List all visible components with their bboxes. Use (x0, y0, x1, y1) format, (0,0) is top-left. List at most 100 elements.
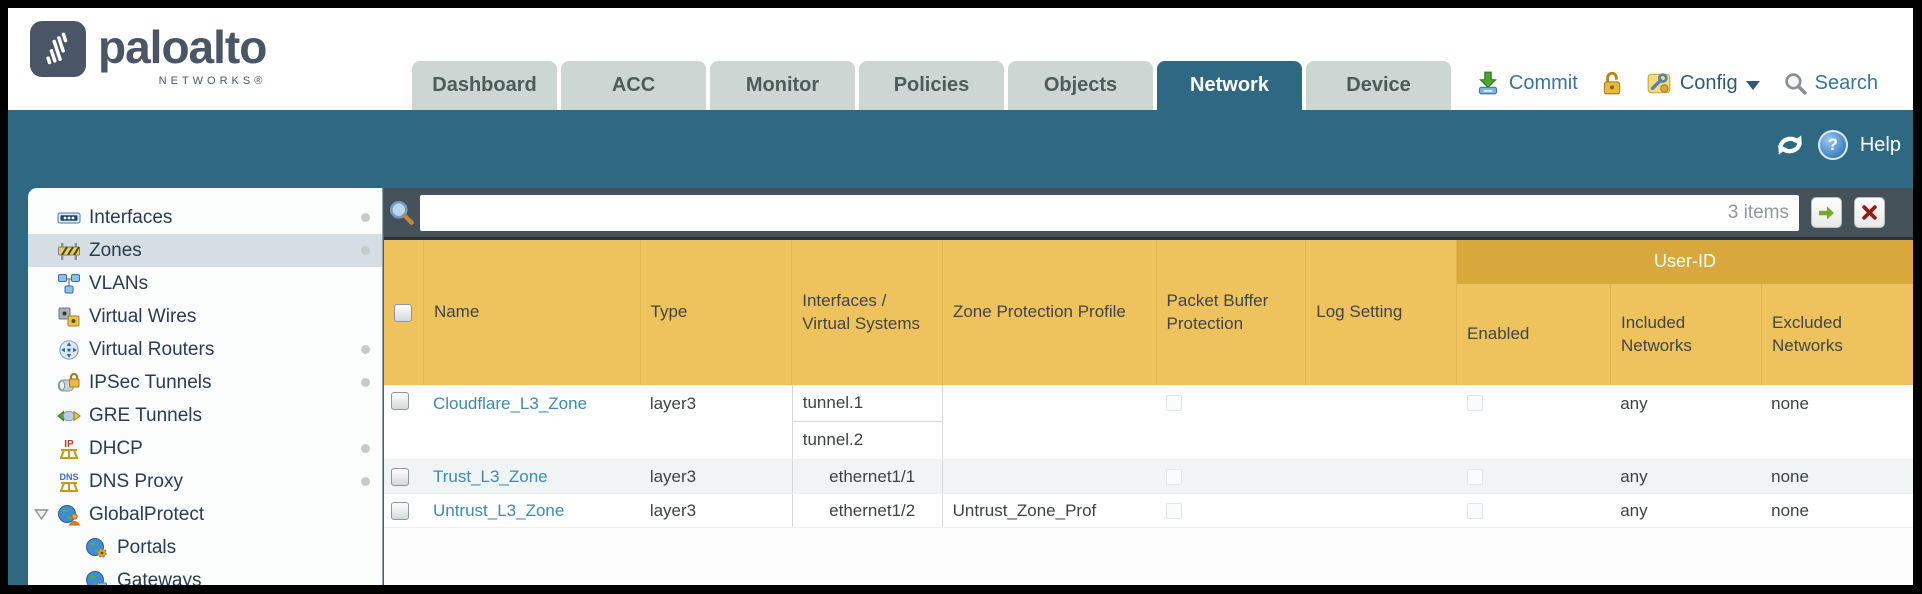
search-icon[interactable] (1784, 72, 1807, 95)
zones-main-panel: 3 items Name Type Interfaces / Virtual S… (384, 188, 1913, 585)
brand-subtitle: NETWORKS® (158, 75, 267, 87)
status-dot (361, 378, 370, 387)
user-id-group-header: User-ID (1456, 240, 1913, 284)
zone-type: layer3 (649, 466, 697, 486)
brand-name: paloalto (98, 21, 267, 73)
help-icon[interactable]: ? (1817, 130, 1848, 160)
zone-interfaces: ethernet1/2 (791, 494, 943, 527)
tab-device[interactable]: Device (1306, 61, 1451, 110)
sidebar-item-gre-tunnels[interactable]: GRE Tunnels (28, 399, 382, 432)
sidebar-item-label: GRE Tunnels (89, 404, 202, 426)
status-dot (361, 213, 370, 222)
tab-network[interactable]: Network (1157, 61, 1302, 110)
zone-type: layer3 (649, 500, 697, 520)
dhcp-icon: IP (60, 439, 78, 459)
gateways-icon (86, 570, 107, 585)
packet-buffer-checkbox (1166, 503, 1183, 519)
column-header-excluded-networks[interactable]: Excluded Networks (1760, 284, 1913, 385)
sidebar-item-label: DHCP (89, 437, 143, 459)
sidebar-item-zones[interactable]: Zones (28, 234, 382, 267)
sidebar-item-label: Zones (89, 239, 142, 261)
network-sidebar: Interfaces Zones VLANs (28, 188, 383, 585)
table-header: Name Type Interfaces / Virtual Systems Z… (384, 240, 1913, 385)
sidebar-item-vlans[interactable]: VLANs (28, 267, 382, 300)
zone-name-link[interactable]: Cloudflare_L3_Zone (432, 394, 588, 413)
column-header-name[interactable]: Name (422, 240, 640, 385)
zone-name-link[interactable]: Trust_L3_Zone (432, 466, 548, 486)
paloalto-logo-icon (30, 21, 86, 77)
included-networks: any (1620, 500, 1648, 520)
portals-icon (86, 537, 107, 558)
sidebar-item-globalprotect[interactable]: GlobalProtect (28, 498, 382, 531)
sidebar-item-interfaces[interactable]: Interfaces (28, 201, 382, 234)
commit-button[interactable]: Commit (1508, 71, 1578, 94)
config-menu-button[interactable]: Config (1679, 71, 1738, 94)
column-header-enabled[interactable]: Enabled (1466, 324, 1530, 344)
sidebar-item-dns-proxy[interactable]: DNS DNS Proxy (28, 465, 382, 498)
sidebar-item-label: IPSec Tunnels (89, 371, 212, 393)
sidebar-item-label: Gateways (117, 569, 202, 586)
expand-triangle-icon[interactable] (34, 508, 49, 521)
packet-buffer-checkbox (1166, 395, 1183, 411)
app-window: paloalto NETWORKS® Dashboard ACC Monitor… (8, 8, 1913, 585)
select-all-checkbox[interactable] (394, 303, 412, 322)
brand-logo: paloalto NETWORKS® (30, 21, 267, 87)
column-header-log-setting[interactable]: Log Setting (1305, 240, 1456, 385)
column-header-packet-buffer[interactable]: Packet Buffer Protection (1155, 240, 1306, 385)
commit-icon[interactable] (1475, 70, 1501, 96)
content-area: Interfaces Zones VLANs (8, 188, 1913, 585)
column-header-included-networks[interactable]: Included Networks (1609, 284, 1761, 385)
config-icon[interactable] (1646, 70, 1672, 96)
top-header: paloalto NETWORKS® Dashboard ACC Monitor… (8, 8, 1913, 110)
clear-filter-button[interactable] (1854, 197, 1885, 228)
user-id-enabled-checkbox (1467, 395, 1484, 411)
lock-icon[interactable] (1600, 70, 1624, 96)
excluded-networks: none (1771, 466, 1809, 486)
table-row: Cloudflare_L3_Zone layer3 tunnel.1 tunne… (384, 385, 1913, 460)
help-link[interactable]: Help (1859, 133, 1901, 156)
zones-icon (58, 242, 80, 260)
chevron-down-icon[interactable] (1745, 80, 1760, 90)
excluded-networks: none (1771, 500, 1809, 520)
interfaces-icon (57, 212, 81, 223)
column-header-zone-protection[interactable]: Zone Protection Profile (941, 240, 1156, 385)
zone-name-link[interactable]: Untrust_L3_Zone (432, 500, 565, 520)
sidebar-item-label: Interfaces (89, 206, 173, 228)
globalprotect-icon (58, 504, 81, 525)
row-checkbox[interactable] (391, 501, 409, 520)
included-networks: any (1620, 394, 1648, 413)
packet-buffer-checkbox (1166, 469, 1183, 485)
vlans-icon (58, 273, 80, 293)
search-button[interactable]: Search (1814, 71, 1878, 94)
sidebar-item-virtual-wires[interactable]: Virtual Wires (28, 300, 382, 333)
sidebar-item-ipsec-tunnels[interactable]: IPSec Tunnels (28, 366, 382, 399)
apply-filter-button[interactable] (1811, 197, 1842, 228)
log-setting (1306, 385, 1457, 459)
refresh-icon[interactable] (1774, 130, 1806, 160)
sidebar-item-dhcp[interactable]: IP DHCP (28, 432, 382, 465)
status-dot (361, 477, 370, 486)
zone-protection-profile (943, 460, 1157, 493)
row-checkbox[interactable] (391, 392, 409, 410)
zone-interfaces: ethernet1/1 (791, 460, 943, 493)
filter-input[interactable] (420, 194, 1799, 231)
banner-actions: ? Help (1774, 130, 1901, 160)
interface-entry: ethernet1/1 (829, 466, 916, 486)
sidebar-item-virtual-routers[interactable]: Virtual Routers (28, 333, 382, 366)
zone-interfaces: tunnel.1 tunnel.2 (791, 385, 943, 459)
log-setting (1306, 494, 1457, 527)
column-header-interfaces[interactable]: Interfaces / Virtual Systems (791, 240, 942, 385)
filter-search-icon[interactable] (388, 199, 416, 227)
sidebar-item-label: VLANs (89, 272, 149, 294)
sidebar-item-portals[interactable]: Portals (28, 531, 382, 564)
tab-monitor[interactable]: Monitor (710, 61, 855, 110)
status-dot (361, 444, 370, 453)
tab-policies[interactable]: Policies (859, 61, 1004, 110)
sidebar-item-gateways[interactable]: Gateways (28, 564, 382, 585)
interface-entry: ethernet1/2 (829, 500, 916, 520)
tab-acc[interactable]: ACC (561, 61, 706, 110)
tab-dashboard[interactable]: Dashboard (412, 61, 557, 110)
tab-objects[interactable]: Objects (1008, 61, 1153, 110)
column-header-type[interactable]: Type (639, 240, 792, 385)
row-checkbox[interactable] (391, 467, 409, 486)
